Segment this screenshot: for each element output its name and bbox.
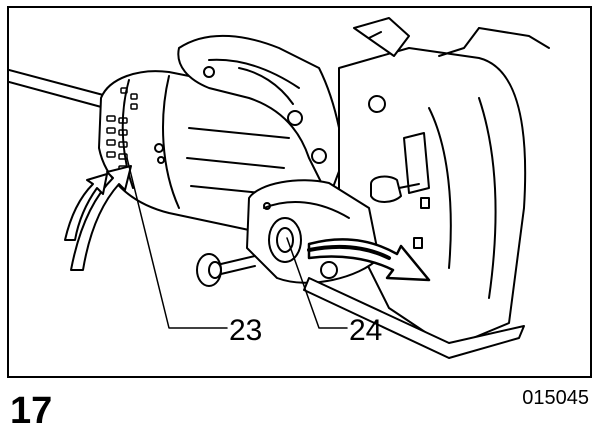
leader-line-23: [126, 157, 228, 329]
illustration-frame: 23 24: [7, 6, 592, 378]
callout-label-23: 23: [229, 314, 263, 347]
air-exhaust-arrow: [307, 238, 431, 282]
power-cord: [9, 69, 108, 109]
blade-guard: [338, 17, 550, 349]
cutter-illustration: [9, 17, 550, 359]
depth-knob: [370, 175, 420, 203]
leader-line-24: [286, 237, 348, 329]
air-intake-arrow: [64, 165, 132, 271]
callout-label-24: 24: [349, 314, 383, 347]
base-plate: [303, 277, 525, 359]
guide-roller: [196, 253, 256, 287]
callout-leaders: [126, 157, 348, 329]
figure-number: 17: [10, 390, 53, 432]
figure-code: 015045: [522, 387, 589, 409]
